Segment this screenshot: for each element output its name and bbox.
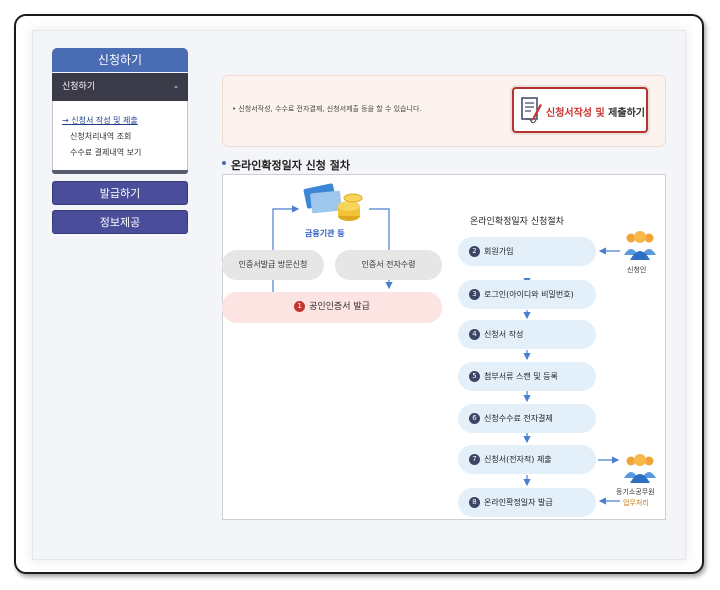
officer-people-icon	[624, 454, 656, 483]
sidebar-submenu: → 신청서 작성 및 제출 신청처리내역 조회 수수료 결제내역 보기	[52, 101, 188, 173]
sidebar-header[interactable]: 신청하기	[52, 48, 188, 72]
section-bullet-icon	[222, 161, 226, 165]
issue-button[interactable]: 발급하기	[52, 181, 188, 205]
applicant-label: 신청인	[627, 266, 647, 274]
step-number: 1	[294, 301, 306, 312]
sidebar-section-label: 신청하기	[62, 82, 96, 92]
procedure-title: 온라인확정일자 신청절차	[470, 217, 564, 227]
document-pen-icon	[521, 97, 542, 124]
institution-label: 금융기관 등	[305, 229, 345, 238]
apply-button-label: 신청서작성 및 제출하기	[546, 108, 645, 119]
process-panel	[222, 174, 666, 520]
sidebar-item-write-submit[interactable]: → 신청서 작성 및 제출	[62, 116, 138, 125]
notice-text: • 신청서작성, 수수료 전자결제, 신청서제출 등을 할 수 있습니다.	[232, 105, 422, 113]
arrow-icon: →	[62, 116, 69, 125]
apply-write-submit-button[interactable]: 신청서작성 및 제출하기	[512, 87, 648, 133]
card-coins-icon	[303, 183, 363, 221]
info-button[interactable]: 정보제공	[52, 210, 188, 234]
collapse-icon[interactable]: -	[174, 80, 178, 93]
visit-request-pill: 인증서발급 방문신청	[222, 250, 324, 280]
section-title: 온라인확정일자 신청 절차	[231, 159, 350, 172]
applicant-people-icon	[624, 231, 656, 260]
sidebar-item-history[interactable]: 신청처리내역 조회	[70, 132, 132, 141]
cert-receive-pill: 인증서 전자수령	[335, 250, 442, 280]
sidebar-item-payment[interactable]: 수수료 결제내역 보기	[70, 148, 142, 157]
sidebar-submenu-footer	[52, 170, 188, 174]
sidebar-section-apply[interactable]: 신청하기 -	[52, 73, 188, 101]
officer-label: 등기소공무원	[616, 488, 655, 496]
officer-task-label: 업무처리	[623, 499, 649, 507]
